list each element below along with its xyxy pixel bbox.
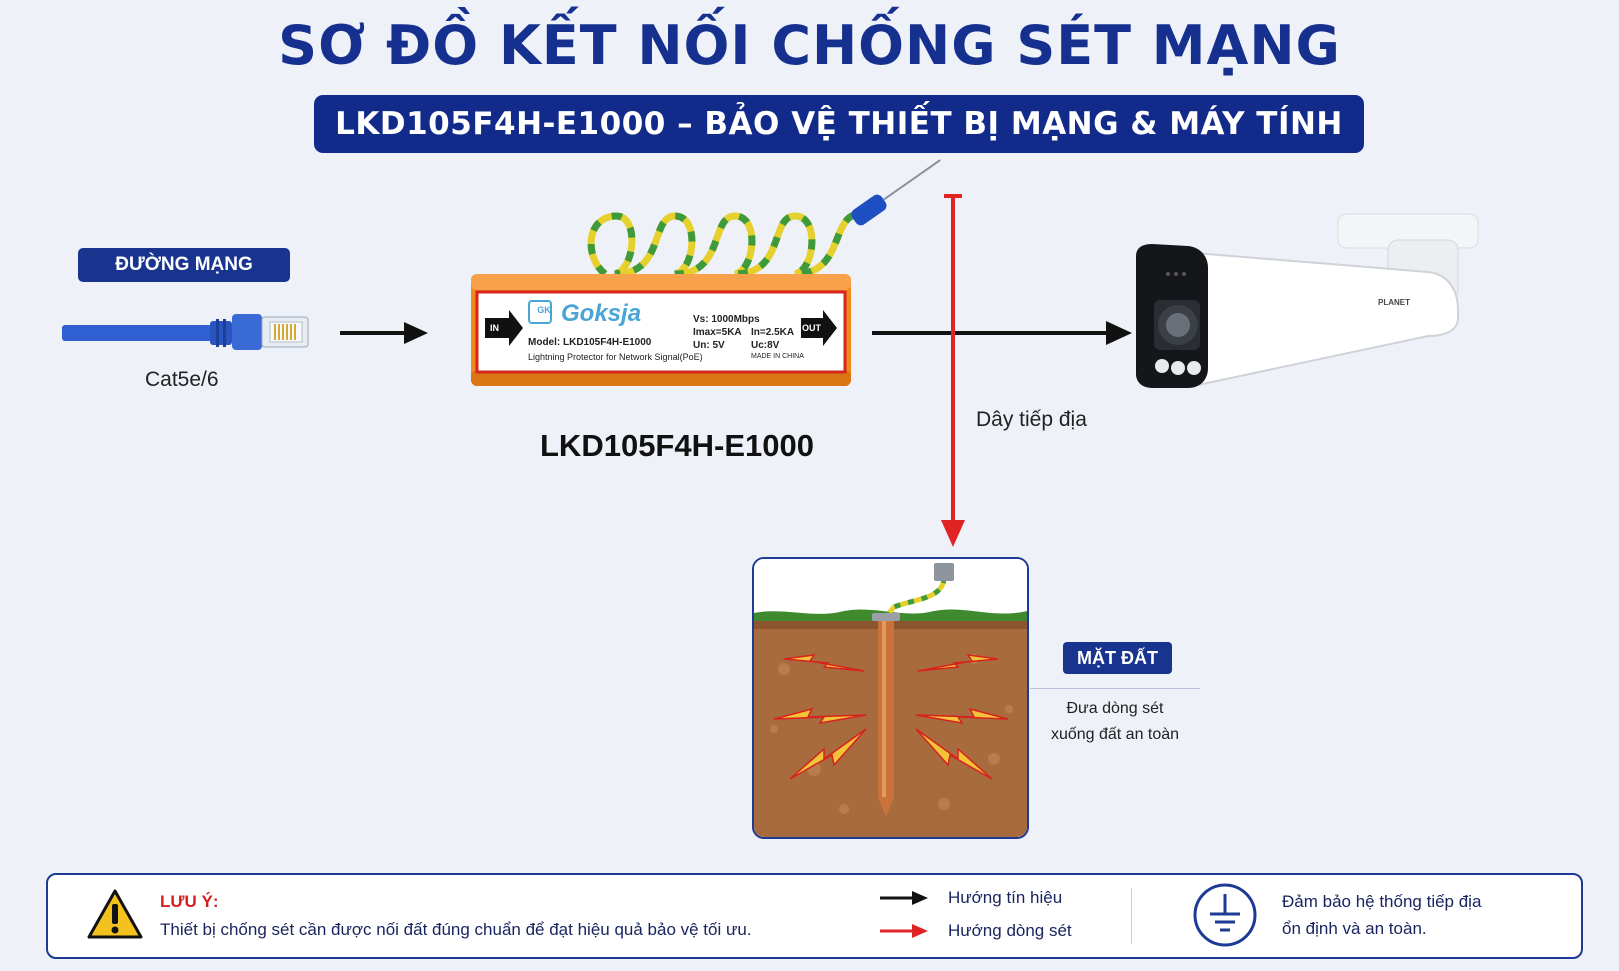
signal-legend-label: Hướng tín hiệu <box>948 888 1063 907</box>
device-spec-un: Un: 5V <box>693 340 725 351</box>
lightning-legend-label: Hướng dòng sét <box>948 921 1072 940</box>
device-caption: LKD105F4H-E1000 <box>540 428 814 463</box>
legend-divider <box>1131 888 1132 944</box>
signal-legend-arrow <box>880 891 928 905</box>
warning-triangle-icon <box>87 889 143 939</box>
note-text: Thiết bị chống sét cần được nối đất đúng… <box>160 920 752 939</box>
earth-note: Đảm bảo hệ thống tiếp địa ổn định và an … <box>1282 888 1542 942</box>
lightning-path-arrow <box>941 194 965 547</box>
lightning-legend-arrow <box>880 924 928 938</box>
ethernet-cable-icon <box>62 314 309 350</box>
camera-brand: PLANET <box>1378 298 1410 307</box>
ground-divider <box>1030 688 1200 689</box>
device-spec-vs: Vs: 1000Mbps <box>693 314 760 325</box>
surge-protector <box>471 159 941 386</box>
ground-description: Đưa dòng sét xuống đất an toàn <box>1030 696 1200 748</box>
security-camera-icon <box>1136 213 1479 388</box>
device-spec-uc: Uc:8V <box>751 340 780 351</box>
network-badge: ĐƯỜNG MẠNG <box>78 248 290 282</box>
device-logo-icon: GK <box>537 305 551 315</box>
device-out-label: OUT <box>802 323 821 333</box>
legend-panel <box>46 873 1583 959</box>
ground-wire-label: Dây tiếp địa <box>976 408 1087 431</box>
ground-badge: MẶT ĐẤT <box>1063 642 1172 674</box>
device-spec-in: In=2.5KA <box>751 327 795 338</box>
device-made-in: MADE IN CHINA <box>751 353 804 360</box>
ground-illustration <box>752 557 1029 839</box>
signal-arrow-in <box>340 322 428 344</box>
device-spec-imax: Imax=5KA <box>693 327 742 338</box>
ground-symbol-icon <box>1193 883 1257 947</box>
earth-note-line1: Đảm bảo hệ thống tiếp địa <box>1282 892 1482 911</box>
cable-label: Cat5e/6 <box>145 368 219 391</box>
signal-arrow-out <box>872 321 1132 345</box>
page-title: SƠ ĐỒ KẾT NỐI CHỐNG SÉT MẠNG <box>278 14 1341 77</box>
device-model: Model: LKD105F4H-E1000 <box>528 337 652 348</box>
device-in-label: IN <box>490 323 499 333</box>
ground-description-line1: Đưa dòng sét <box>1066 700 1164 717</box>
earth-note-line2: ổn định và an toàn. <box>1282 919 1427 938</box>
note-title: LƯU Ý: <box>160 892 219 911</box>
device-brand: Goksja <box>561 300 642 327</box>
ground-description-line2: xuống đất an toàn <box>1050 726 1180 743</box>
subtitle-banner: LKD105F4H-E1000 – BẢO VỆ THIẾT BỊ MẠNG &… <box>314 95 1364 153</box>
device-description: Lightning Protector for Network Signal(P… <box>528 352 703 362</box>
